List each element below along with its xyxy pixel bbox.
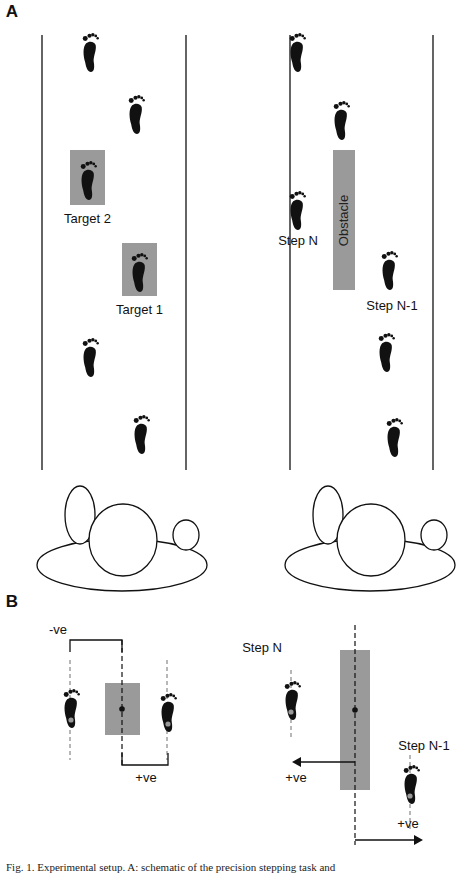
target-box: Target 2 — [70, 150, 105, 205]
walkway-lines — [42, 35, 433, 470]
target-label: Target 2 — [64, 211, 111, 226]
sign-label: -ve — [49, 622, 67, 637]
obstacle-label: Obstacle — [337, 194, 352, 245]
panel-letter: A — [6, 2, 18, 21]
step-label: Step N — [242, 640, 282, 655]
obstacle-bar — [333, 150, 355, 290]
target-area — [122, 243, 157, 296]
target-label: Target 1 — [116, 302, 163, 317]
lateral-error-left — [64, 640, 177, 765]
panel-letter: B — [6, 592, 18, 611]
person-figure — [37, 486, 455, 591]
sign-label: +ve — [285, 770, 306, 785]
obstacle-box: Obstacle — [333, 150, 355, 290]
sign-label: +ve — [135, 770, 156, 785]
step-label: Step N — [278, 233, 318, 248]
sign-label: +ve — [397, 816, 418, 831]
footprints — [81, 33, 403, 457]
target-area — [70, 150, 105, 205]
figure-caption: Fig. 1. Experimental setup. A: schematic… — [6, 861, 335, 874]
target-box: Target 1 — [122, 243, 157, 296]
lateral-error-right — [285, 625, 423, 845]
step-label: Step N-1 — [398, 738, 449, 753]
step-label: Step N-1 — [366, 298, 417, 313]
